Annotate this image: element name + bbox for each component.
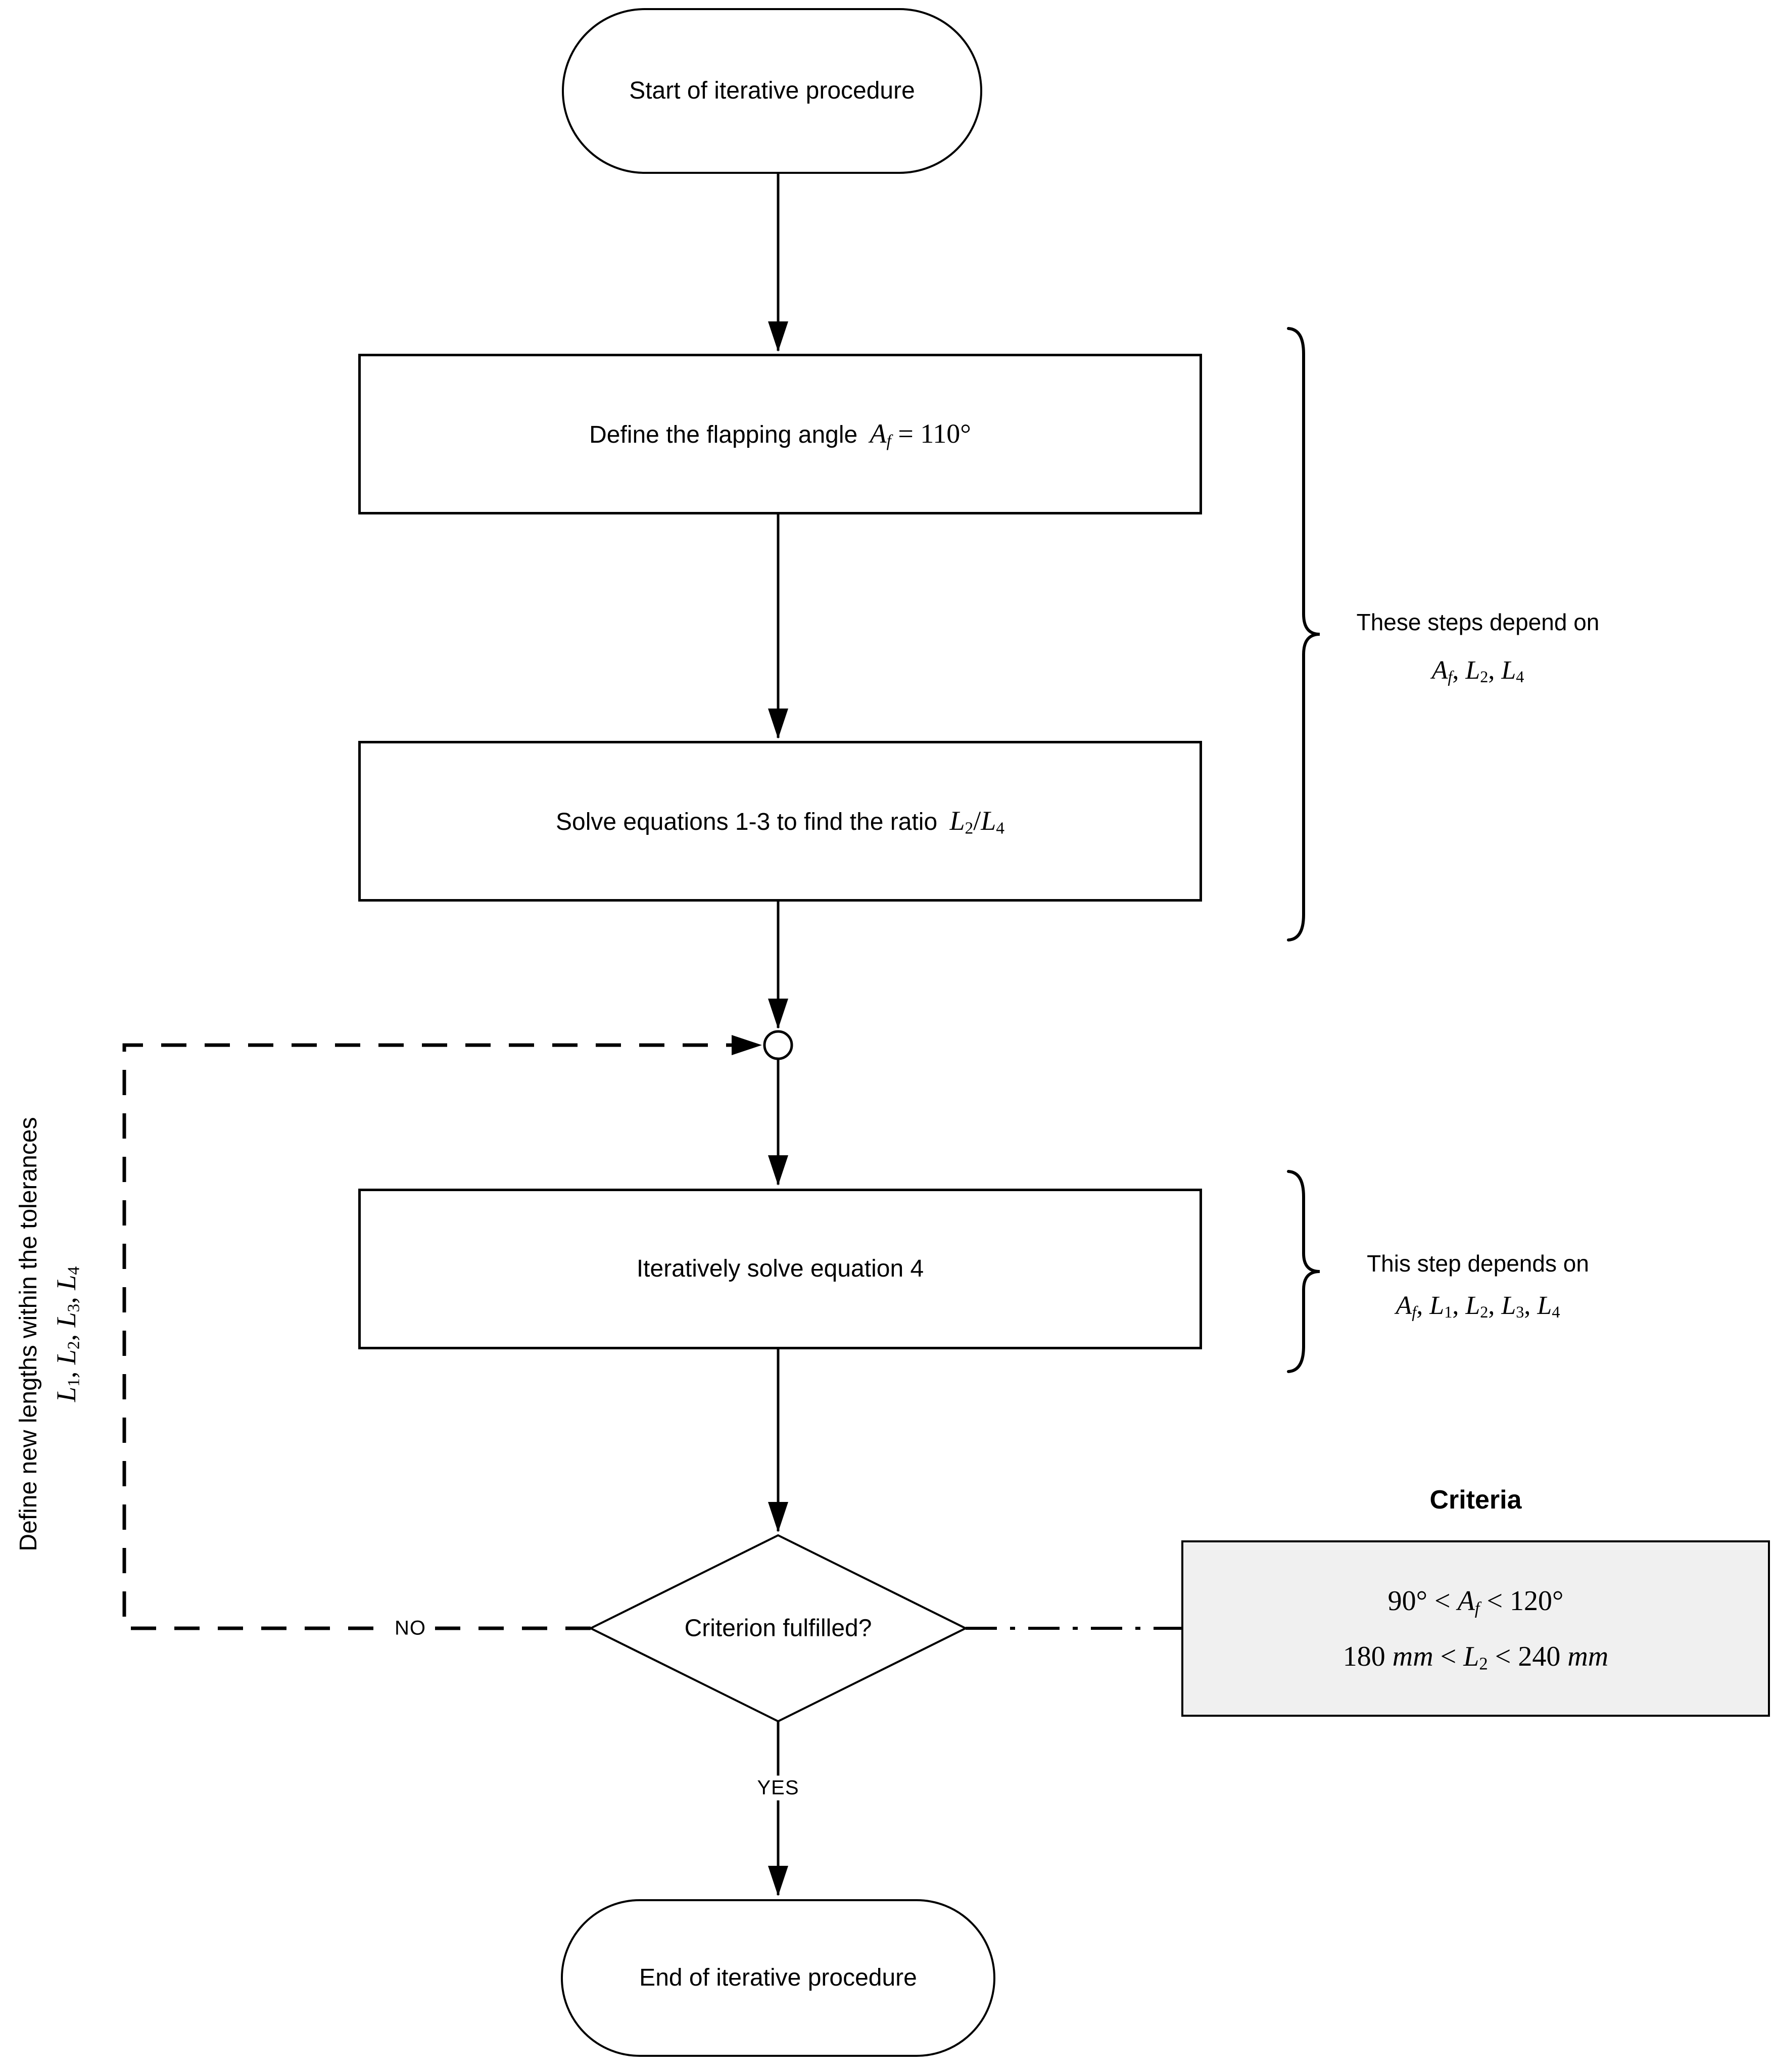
- criteria-box: 90° < Af < 120° 180 mm < L2 < 240 mm: [1181, 1540, 1770, 1717]
- process-define-angle-label: Define the flapping angle: [589, 421, 858, 449]
- end-node-label: End of iterative procedure: [639, 1964, 917, 1991]
- decision-diamond: [588, 1534, 968, 1723]
- brace-middle: [1287, 1170, 1320, 1373]
- criteria-title: Criteria: [1429, 1485, 1522, 1515]
- brace-middle-label: This step depends on Af, L1, L2, L3, L4: [1324, 1249, 1632, 1321]
- process-define-angle-math: Af = 110°: [870, 418, 971, 451]
- process-solve-ratio-label: Solve equations 1-3 to find the ratio: [555, 809, 938, 836]
- start-node: Start of iterative procedure: [562, 8, 982, 174]
- process-solve-ratio: Solve equations 1-3 to find the ratio L2/…: [358, 741, 1202, 902]
- criteria-line-2: 180 mm < L2 < 240 mm: [1343, 1640, 1609, 1674]
- left-feedback-note-math: L1, L2, L3, L4: [51, 1266, 83, 1402]
- no-label: NO: [387, 1616, 434, 1641]
- brace-middle-label-math: Af, L1, L2, L3, L4: [1396, 1291, 1560, 1322]
- process-define-angle: Define the flapping angle Af = 110°: [358, 354, 1202, 514]
- edge-no-feedback-path: [122, 1035, 762, 1630]
- process-iterate: Iteratively solve equation 4: [358, 1189, 1202, 1349]
- end-node: End of iterative procedure: [561, 1899, 995, 2057]
- left-feedback-note: Define new lengths within the tolerances…: [0, 1056, 99, 1612]
- brace-top-label-text: These steps depend on: [1356, 609, 1600, 635]
- brace-top-label: These steps depend on Af, L2, L4: [1324, 608, 1632, 686]
- brace-top: [1287, 327, 1320, 941]
- brace-middle-label-text: This step depends on: [1367, 1250, 1589, 1277]
- process-solve-ratio-math: L2/L4: [949, 806, 1005, 838]
- left-feedback-note-text: Define new lengths within the tolerances: [15, 1117, 42, 1551]
- junction-circle: [763, 1030, 793, 1060]
- process-iterate-label: Iteratively solve equation 4: [636, 1255, 924, 1282]
- yes-label: YES: [749, 1775, 807, 1801]
- decision-label: Criterion fulfilled?: [684, 1615, 872, 1642]
- start-node-label: Start of iterative procedure: [629, 77, 915, 104]
- criteria-line-1: 90° < Af < 120°: [1387, 1585, 1564, 1618]
- brace-top-label-math: Af, L2, L4: [1431, 656, 1524, 686]
